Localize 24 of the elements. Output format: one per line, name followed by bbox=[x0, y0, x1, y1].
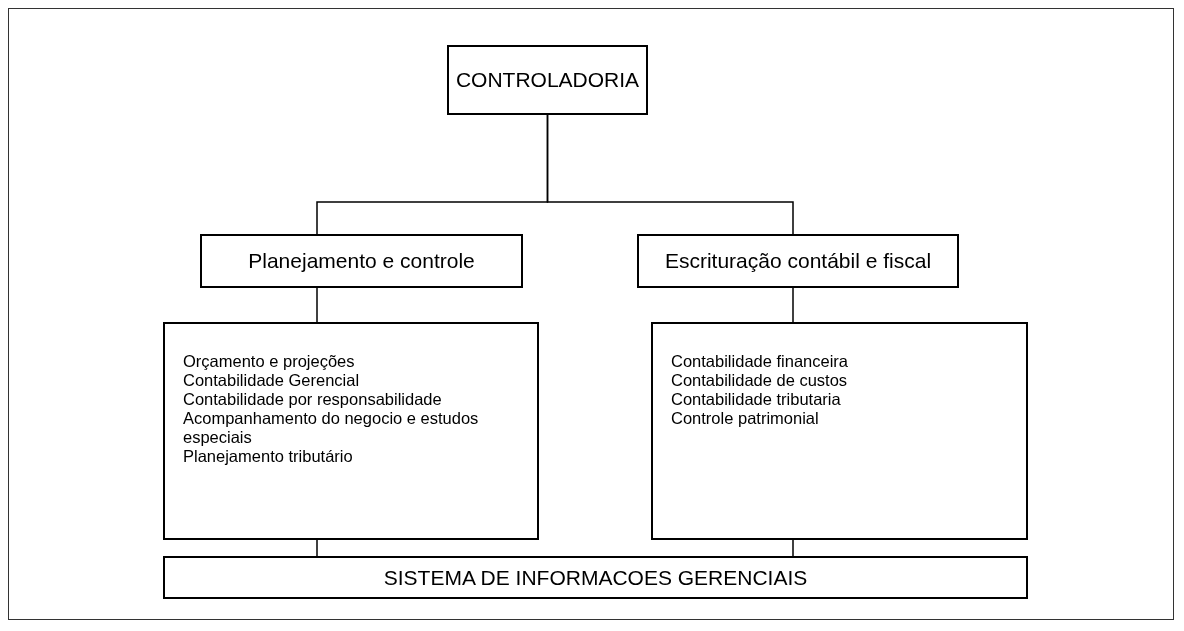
box-label: Planejamento e controle bbox=[248, 249, 475, 273]
list-item: Orçamento e projeções bbox=[183, 352, 355, 371]
box-label: Escrituração contábil e fiscal bbox=[664, 249, 932, 273]
list-item: Controle patrimonial bbox=[671, 409, 819, 428]
system-box bbox=[163, 556, 1028, 599]
box-label: CONTROLADORIA bbox=[455, 68, 640, 92]
title-box bbox=[447, 45, 648, 115]
connector-line bbox=[792, 287, 794, 323]
category-box bbox=[637, 234, 959, 288]
list-item: Contabilidade financeira bbox=[671, 352, 849, 371]
list-box bbox=[651, 322, 1028, 540]
list-item: Contabilidade Gerencial bbox=[183, 371, 360, 390]
list-box bbox=[163, 322, 539, 540]
list-item: Planejamento tributário bbox=[183, 447, 353, 466]
connector-line bbox=[792, 539, 794, 557]
category-box bbox=[200, 234, 523, 288]
connector-line bbox=[316, 539, 318, 557]
list-item: Contabilidade por responsabilidade bbox=[183, 390, 442, 409]
list-item: Contabilidade de custos bbox=[671, 371, 848, 390]
connector-line bbox=[316, 287, 318, 323]
list-item: Contabilidade tributaria bbox=[671, 390, 841, 409]
list-item: Acompanhamento do negocio e estudos especiais bbox=[183, 409, 480, 447]
connector-line bbox=[546, 114, 794, 235]
box-label: SISTEMA DE INFORMACOES GERENCIAIS bbox=[383, 565, 808, 590]
